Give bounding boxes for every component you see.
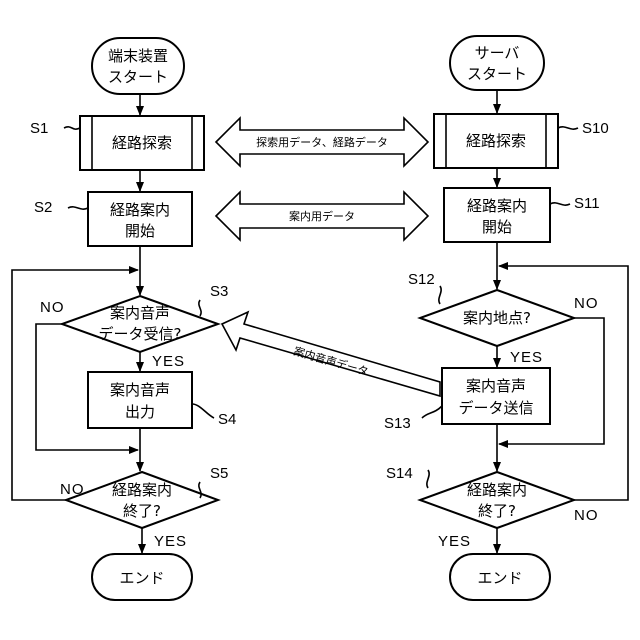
step-s13-voice-data-send: 案内音声 データ送信 bbox=[442, 368, 550, 424]
terminal-start: 端末装置 スタート bbox=[92, 38, 184, 94]
transfer-arrow-voice-data: 案内音声データ bbox=[222, 312, 440, 396]
s14-yes-label: YES bbox=[438, 533, 471, 550]
server-start: サーバ スタート bbox=[450, 36, 544, 90]
s14-no-label: NO bbox=[574, 507, 599, 524]
s3-line1: 案内音声 bbox=[110, 304, 170, 322]
s13-line2: データ送信 bbox=[458, 399, 533, 417]
s14-line1: 経路案内 bbox=[467, 481, 527, 499]
step-s4-voice-output: 案内音声 出力 bbox=[88, 372, 192, 428]
server-end: エンド bbox=[450, 554, 550, 600]
s2-label: S2 bbox=[34, 199, 52, 216]
s3-line2: データ受信? bbox=[99, 325, 182, 343]
s11-line1: 経路案内 bbox=[467, 197, 527, 215]
s12-no-label: NO bbox=[574, 295, 599, 312]
s14-label: S14 bbox=[386, 465, 413, 482]
s12-text: 案内地点? bbox=[463, 309, 531, 327]
s5-yes-label: YES bbox=[154, 533, 187, 550]
s1-text: 経路探索 bbox=[112, 134, 172, 152]
server-end-text: エンド bbox=[477, 569, 522, 587]
step-s5-guide-end: 経路案内 終了? bbox=[66, 472, 218, 528]
s5-line2: 終了? bbox=[123, 502, 161, 520]
s5-label: S5 bbox=[210, 465, 228, 482]
s4-line2: 出力 bbox=[125, 403, 155, 421]
s12-yes-label: YES bbox=[510, 349, 543, 366]
step-s2-guide-start: 経路案内 開始 bbox=[88, 192, 192, 246]
terminal-end: エンド bbox=[92, 554, 192, 600]
terminal-start-line2: スタート bbox=[108, 68, 168, 86]
terminal-end-text: エンド bbox=[119, 569, 164, 587]
server-start-line2: スタート bbox=[467, 65, 527, 83]
step-s1-route-search: 経路探索 bbox=[80, 116, 204, 170]
s3-no-label: NO bbox=[40, 299, 65, 316]
s11-label: S11 bbox=[574, 195, 600, 212]
s4-label: S4 bbox=[218, 411, 236, 428]
step-s11-guide-start: 経路案内 開始 bbox=[444, 188, 550, 242]
s4-line1: 案内音声 bbox=[110, 381, 170, 399]
s12-label: S12 bbox=[408, 271, 435, 288]
step-s14-guide-end: 経路案内 終了? bbox=[420, 472, 574, 528]
s3-label: S3 bbox=[210, 283, 228, 300]
s5-line1: 経路案内 bbox=[112, 481, 172, 499]
server-start-line1: サーバ bbox=[475, 44, 520, 62]
terminal-start-line1: 端末装置 bbox=[108, 47, 168, 65]
step-s3-voice-data-received: 案内音声 データ受信? bbox=[62, 296, 218, 352]
s10-text: 経路探索 bbox=[466, 132, 526, 150]
s13-label: S13 bbox=[384, 415, 411, 432]
s2-line1: 経路案内 bbox=[110, 201, 170, 219]
transfer-guide-label: 案内用データ bbox=[289, 209, 355, 223]
s2-line2: 開始 bbox=[125, 222, 155, 240]
step-s10-route-search: 経路探索 bbox=[434, 114, 558, 168]
s10-label: S10 bbox=[582, 120, 609, 137]
s1-label: S1 bbox=[30, 120, 48, 137]
s3-yes-label: YES bbox=[152, 353, 185, 370]
s13-line1: 案内音声 bbox=[466, 377, 526, 395]
s14-line2: 終了? bbox=[478, 502, 516, 520]
transfer-arrow-search-data: 探索用データ、経路データ bbox=[216, 118, 428, 166]
s5-no-label: NO bbox=[60, 481, 85, 498]
transfer-arrow-guide-data: 案内用データ bbox=[216, 192, 428, 240]
transfer-search-label: 探索用データ、経路データ bbox=[256, 135, 388, 149]
step-s12-guide-point: 案内地点? bbox=[420, 290, 574, 346]
s11-line2: 開始 bbox=[482, 218, 512, 236]
